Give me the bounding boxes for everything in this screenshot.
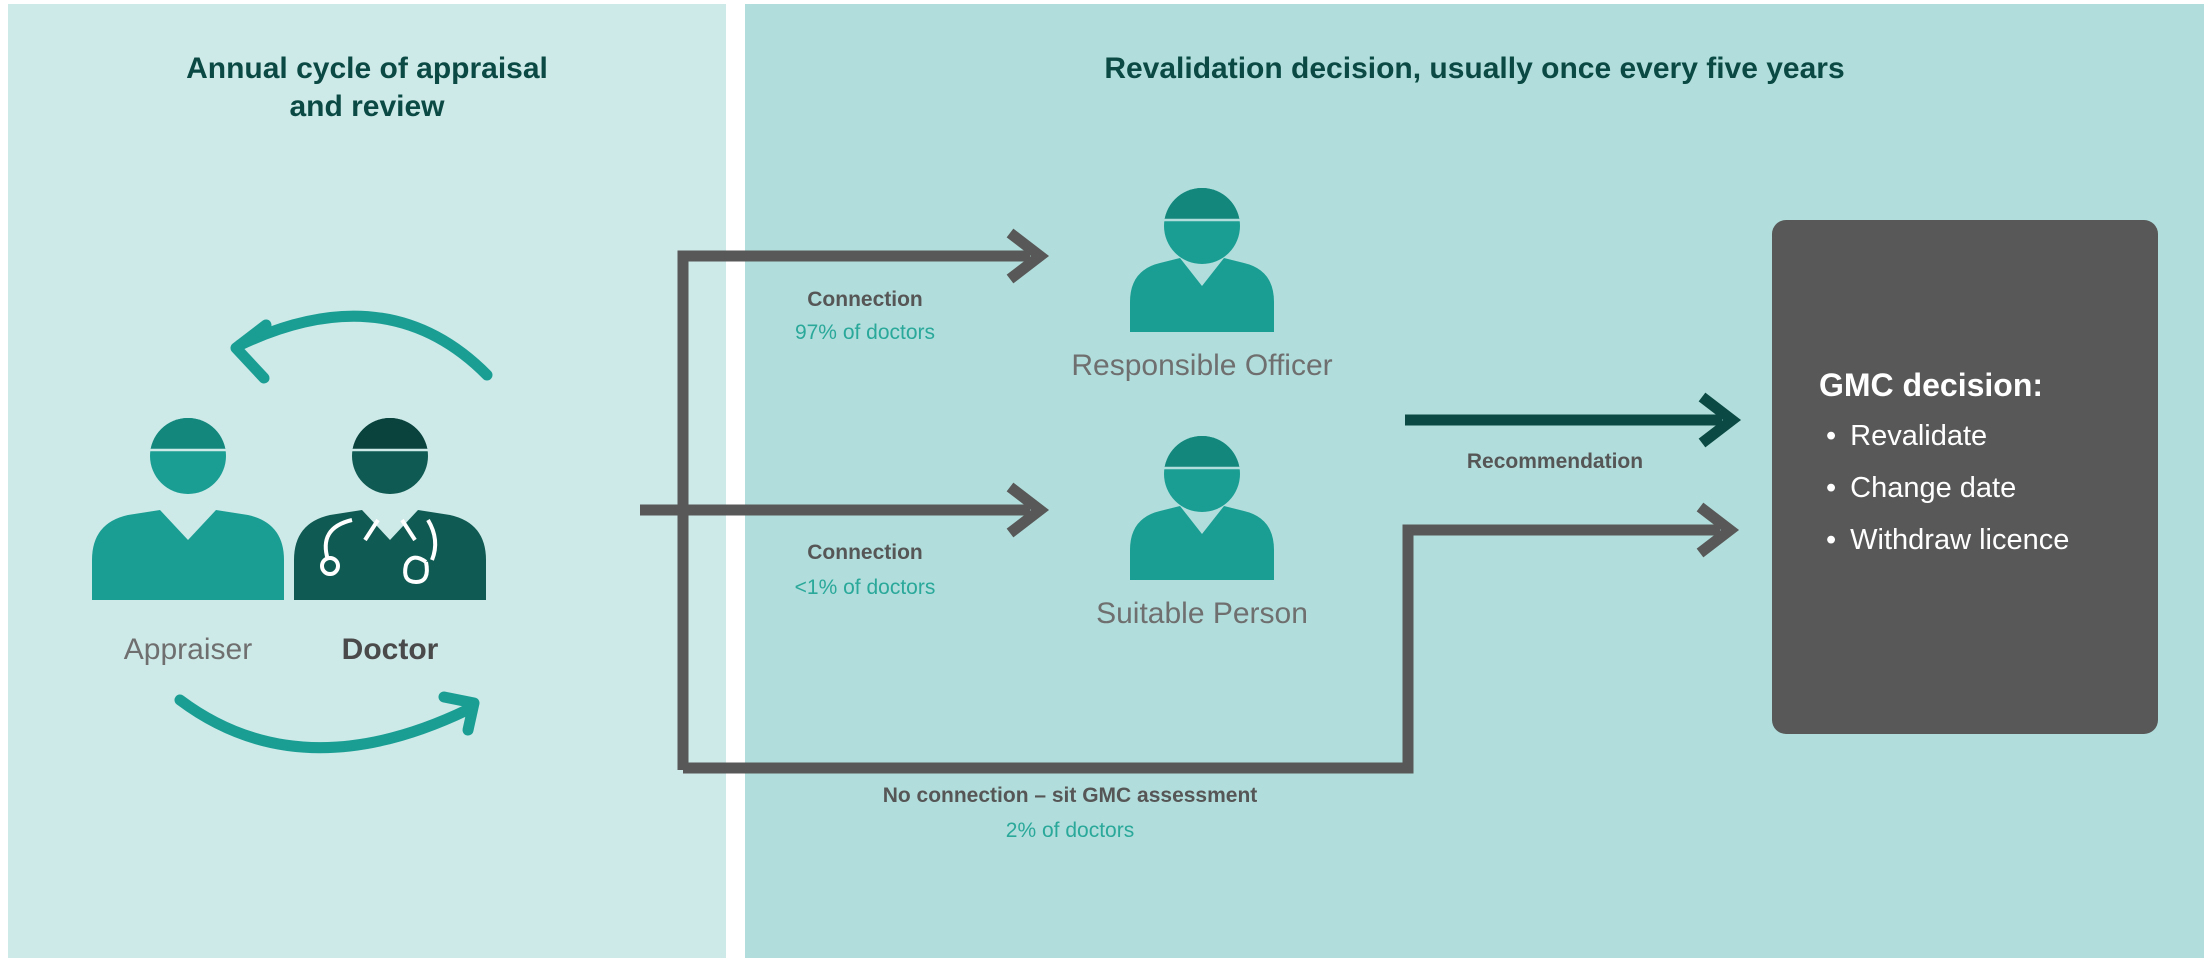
arrowhead-recommendation-icon: [1698, 392, 1742, 448]
arrowhead-suitable-person-icon: [1006, 482, 1050, 538]
flow-arrows: [640, 228, 1740, 774]
gmc-option-change-date: Change date: [1826, 462, 2069, 514]
responsible-officer-icon: [1130, 188, 1274, 332]
gmc-option-withdraw-licence: Withdraw licence: [1826, 514, 2069, 566]
annual-cycle-heading: Annual cycle of appraisal and review: [8, 50, 726, 126]
doctor-label: Doctor: [341, 633, 439, 666]
recommendation-arrow: [1405, 392, 1742, 448]
arrowhead-responsible-officer-icon: [1006, 228, 1050, 284]
no-connection-share: 2% of doctors: [1005, 819, 1135, 842]
no-connection-line: [683, 524, 1720, 774]
responsible-officer-label: Responsible Officer: [1071, 349, 1333, 382]
annual-cycle-heading-line-2: and review: [289, 90, 445, 123]
connection-sp-share: <1% of doctors: [794, 576, 936, 599]
connection-line-responsible-officer: [677, 250, 1030, 770]
recommendation-label: Recommendation: [1466, 450, 1644, 473]
gmc-decision-title: GMC decision:: [1819, 367, 2044, 403]
revalidation-heading: Revalidation decision, usually once ever…: [1104, 52, 1845, 85]
suitable-person-label: Suitable Person: [1096, 597, 1308, 630]
cycle-arrow-top-icon: [230, 310, 493, 384]
appraiser-label: Appraiser: [123, 633, 253, 666]
arrowhead-gmc-assessment-icon: [1696, 502, 1740, 558]
gmc-option-revalidate: Revalidate: [1826, 410, 2069, 462]
appraiser-icon: [92, 418, 284, 600]
suitable-person-icon: [1130, 436, 1274, 580]
doctor-stethoscope-icon: [294, 418, 486, 600]
cycle-arrow-bottom-icon: [174, 691, 480, 754]
gmc-decision-options: Revalidate Change date Withdraw licence: [1826, 410, 2069, 566]
connection-ro-share: 97% of doctors: [794, 321, 936, 344]
connection-ro-label: Connection: [807, 288, 923, 311]
no-connection-label: No connection – sit GMC assessment: [882, 784, 1258, 807]
connection-sp-label: Connection: [807, 541, 923, 564]
annual-cycle-heading-line-1: Annual cycle of appraisal: [186, 52, 548, 85]
